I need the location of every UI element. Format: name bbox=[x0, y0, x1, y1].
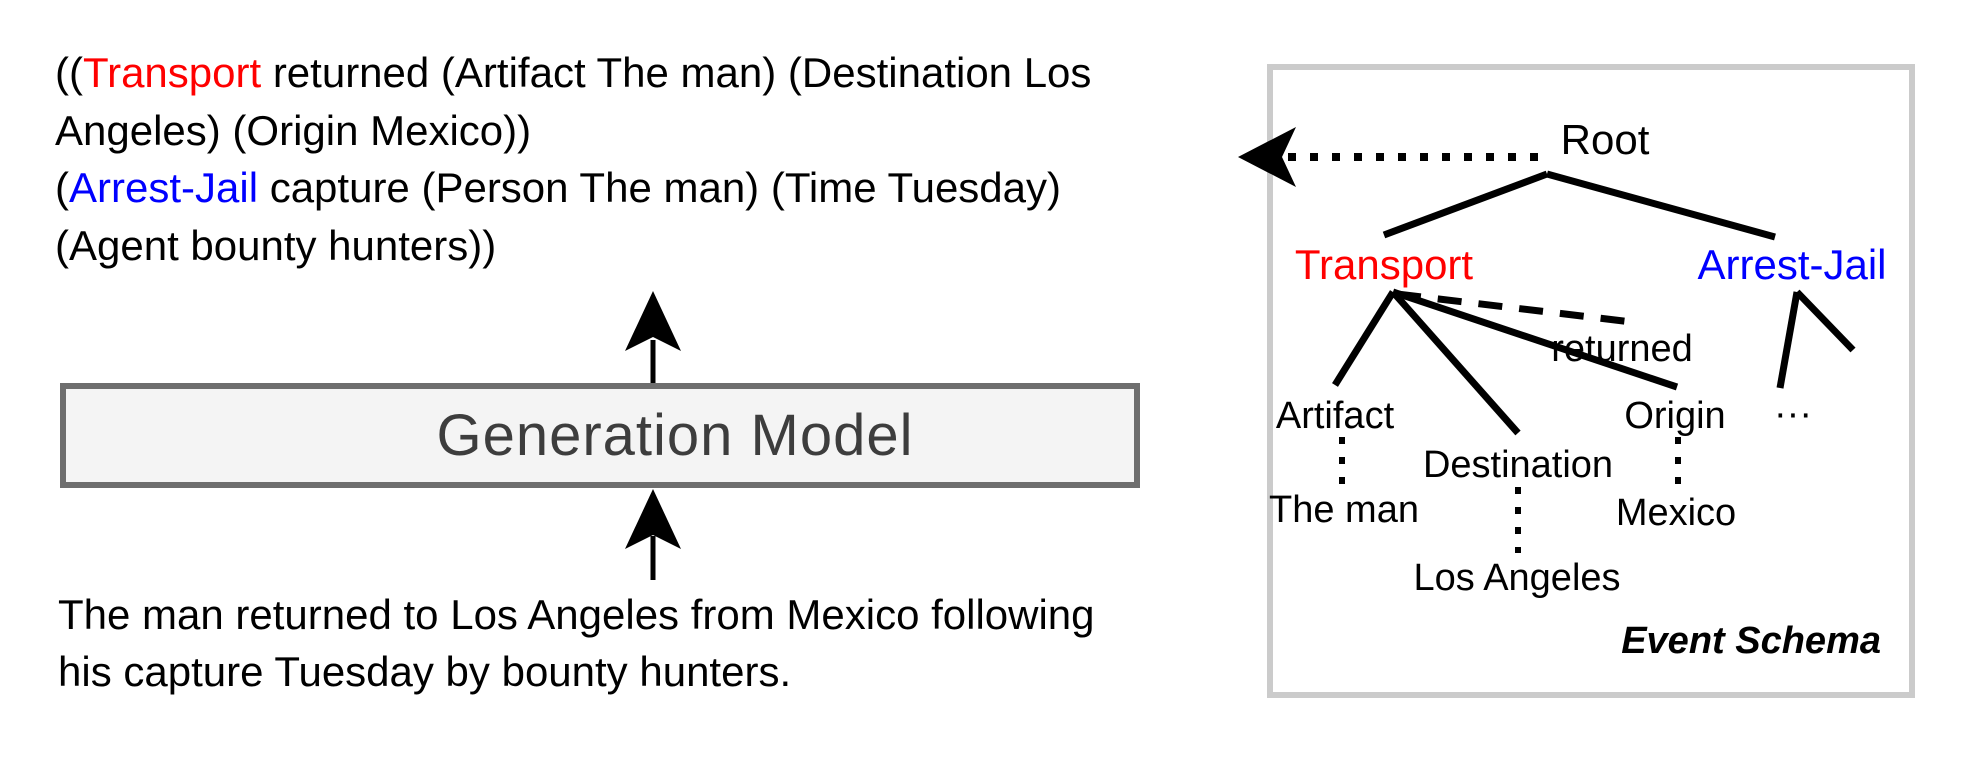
sexpr-line-1: ((Transport returned (Artifact The man) … bbox=[55, 44, 1091, 102]
input-sentence-line-1: The man returned to Los Angeles from Mex… bbox=[58, 591, 1095, 638]
event-type-arrest-jail-text: Arrest-Jail bbox=[69, 164, 259, 211]
event-type-transport-text: Transport bbox=[82, 49, 262, 96]
tree-node-los-angeles: Los Angeles bbox=[1413, 557, 1621, 599]
input-sentence-line-2: his capture Tuesday by bounty hunters. bbox=[58, 648, 792, 695]
output-sexpression: ((Transport returned (Artifact The man) … bbox=[55, 44, 1091, 274]
tree-node-transport: Transport bbox=[1294, 241, 1474, 288]
input-sentence: The man returned to Los Angeles from Mex… bbox=[58, 586, 1095, 700]
tree-node-mexico: Mexico bbox=[1615, 492, 1737, 534]
tree-node-origin: Origin bbox=[1624, 395, 1726, 437]
sexpr-line3-rest: capture (Person The man) (Time Tuesday) bbox=[258, 164, 1062, 211]
sexpr-line1-rest: returned (Artifact The man) (Destination… bbox=[261, 49, 1092, 96]
sexpr-line3-open: ( bbox=[55, 164, 69, 211]
sexpr-line1-open: (( bbox=[55, 49, 83, 96]
event-schema-panel: Root Transport Arrest-Jail returned Arti… bbox=[1267, 64, 1915, 698]
tree-node-root: Root bbox=[1560, 116, 1650, 163]
arrow-model-to-output bbox=[625, 291, 681, 383]
tree-node-ellipsis: ··· bbox=[1774, 393, 1812, 435]
sexpr-line-3: (Arrest-Jail capture (Person The man) (T… bbox=[55, 159, 1091, 217]
arrow-input-to-model bbox=[625, 489, 681, 580]
generation-model-box: Generation Model bbox=[60, 383, 1140, 488]
generation-model-label: Generation Model bbox=[436, 403, 914, 468]
tree-node-arrest-jail: Arrest-Jail bbox=[1697, 241, 1887, 288]
tree-node-returned: returned bbox=[1551, 328, 1693, 370]
tree-node-the-man: The man bbox=[1269, 489, 1419, 531]
sexpr-line-4: (Agent bounty hunters)) bbox=[55, 221, 497, 269]
sexpr-line-2: Angeles) (Origin Mexico)) bbox=[55, 106, 532, 154]
tree-node-destination: Destination bbox=[1422, 444, 1614, 486]
tree-node-artifact: Artifact bbox=[1275, 395, 1395, 437]
event-schema-caption: Event Schema bbox=[1621, 620, 1881, 662]
